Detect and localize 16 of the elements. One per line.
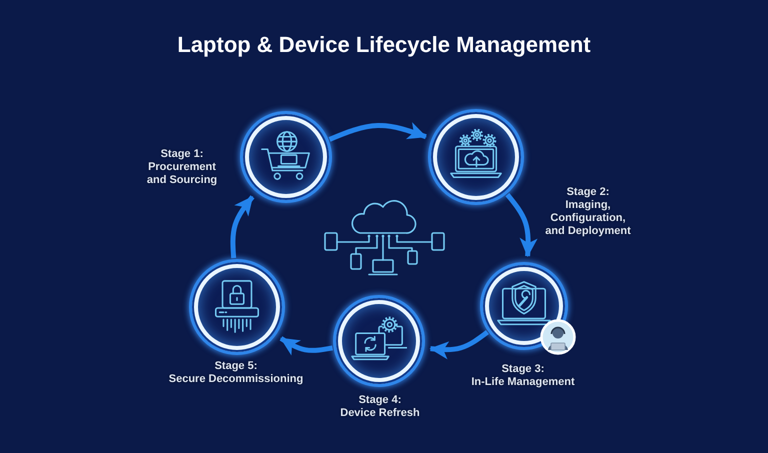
cycle-arrow xyxy=(429,330,489,360)
diagram-title: Laptop & Device Lifecycle Management xyxy=(177,31,591,59)
stage-number: Stage 2: xyxy=(566,186,610,198)
stage-number: Stage 5: xyxy=(214,360,258,372)
stage-title: Secure Decommissioning xyxy=(168,373,304,385)
stage-number: Stage 3: xyxy=(502,363,544,375)
stage-title: Imaging, Configuration, and Deployment xyxy=(545,199,631,237)
stage-title: Device Refresh xyxy=(340,407,420,419)
cycle-arrow xyxy=(328,122,427,142)
cycle-arrow xyxy=(505,193,538,258)
cycle-arrow xyxy=(280,336,333,356)
cycle-arrow xyxy=(230,195,254,258)
stage-number: Stage 4: xyxy=(358,394,402,406)
stage-number: Stage 1: xyxy=(160,148,204,160)
stage-title: In-Life Management xyxy=(471,376,575,388)
stage-title: Procurement and Sourcing xyxy=(146,161,218,186)
